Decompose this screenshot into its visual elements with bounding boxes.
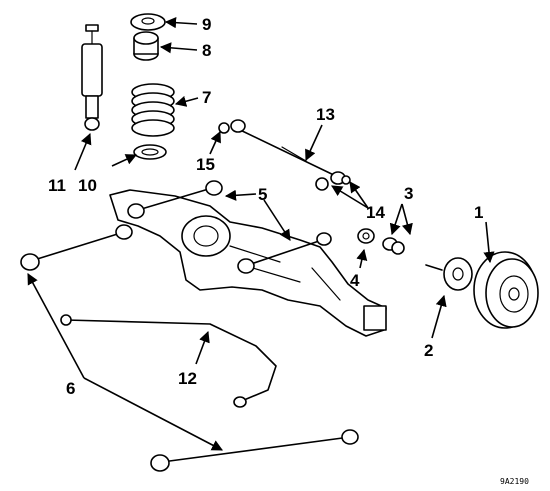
lateral-rod-part bbox=[230, 119, 346, 185]
spring-insulator-part bbox=[133, 144, 167, 160]
callout-14: 14 bbox=[366, 203, 385, 222]
callout-13: 13 bbox=[316, 105, 335, 124]
callout-11: 11 bbox=[48, 176, 66, 195]
callout-1: 1 bbox=[474, 203, 483, 222]
callout-3: 3 bbox=[404, 184, 413, 203]
lateral-rod-end-part bbox=[218, 122, 230, 134]
callout-12: 12 bbox=[178, 369, 197, 388]
callout-8: 8 bbox=[202, 41, 211, 60]
upper-spring-seat-part bbox=[130, 13, 166, 31]
bolt-part bbox=[382, 237, 405, 255]
nut-part bbox=[357, 228, 375, 244]
lower-control-arm-bottom-part bbox=[150, 429, 359, 472]
callout-10: 10 bbox=[78, 176, 97, 195]
figure-code: 9A2190 bbox=[500, 477, 529, 486]
callout-7: 7 bbox=[202, 88, 211, 107]
lower-control-arm-left-part bbox=[20, 224, 133, 271]
leader-lines bbox=[27, 17, 495, 451]
upper-control-arm-right-part bbox=[237, 232, 332, 274]
coil-spring-part bbox=[131, 83, 175, 137]
bump-stop-part bbox=[133, 31, 159, 61]
shock-absorber-part bbox=[81, 24, 103, 131]
upper-control-arm-left-part bbox=[127, 180, 223, 219]
callout-5: 5 bbox=[258, 185, 267, 204]
callout-4: 4 bbox=[350, 271, 360, 290]
brake-drum-part bbox=[473, 251, 539, 329]
lateral-rod-bushing-part bbox=[315, 175, 351, 191]
callout-9: 9 bbox=[202, 15, 211, 34]
callout-2: 2 bbox=[424, 341, 433, 360]
stabilizer-bar-part bbox=[60, 314, 277, 408]
wheel-hub-part bbox=[425, 257, 473, 291]
callout-6: 6 bbox=[66, 379, 75, 398]
callout-15: 15 bbox=[196, 155, 215, 174]
